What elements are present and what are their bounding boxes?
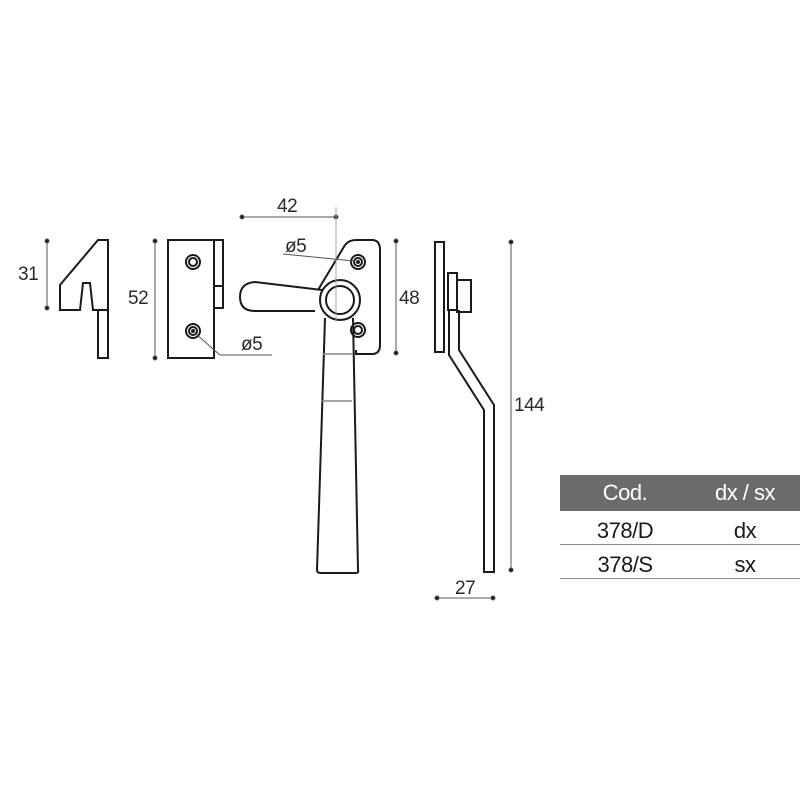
dimension-plate-height: 48: [399, 288, 420, 309]
keeper-plate: [167, 239, 224, 359]
cell-side: sx: [690, 544, 800, 579]
dimension-side-depth: 27: [455, 578, 476, 599]
dimension-hook-height: 31: [18, 264, 39, 285]
dimension-keeper-height: 52: [128, 288, 149, 309]
dimension-handle-reach: 42: [277, 196, 298, 217]
table-header-row: Cod. dx / sx: [560, 475, 800, 511]
hook-piece: [59, 239, 109, 359]
cell-side: dx: [690, 511, 800, 545]
handle-front-view: [238, 239, 381, 574]
table-row: 378/S sx: [560, 544, 800, 579]
product-code-table: Cod. dx / sx 378/D dx 378/S sx: [560, 475, 800, 579]
column-header-side: dx / sx: [690, 475, 800, 511]
dimension-total-height: 144: [514, 395, 545, 416]
dimension-keeper-hole: ø5: [241, 334, 263, 355]
dimension-lines: [44, 207, 514, 601]
handle-side-view: [434, 241, 495, 573]
column-header-code: Cod.: [560, 475, 690, 511]
table-row: 378/D dx: [560, 511, 800, 545]
dimension-plate-hole: ø5: [285, 236, 307, 257]
cell-code: 378/S: [560, 544, 690, 579]
cell-code: 378/D: [560, 511, 690, 545]
